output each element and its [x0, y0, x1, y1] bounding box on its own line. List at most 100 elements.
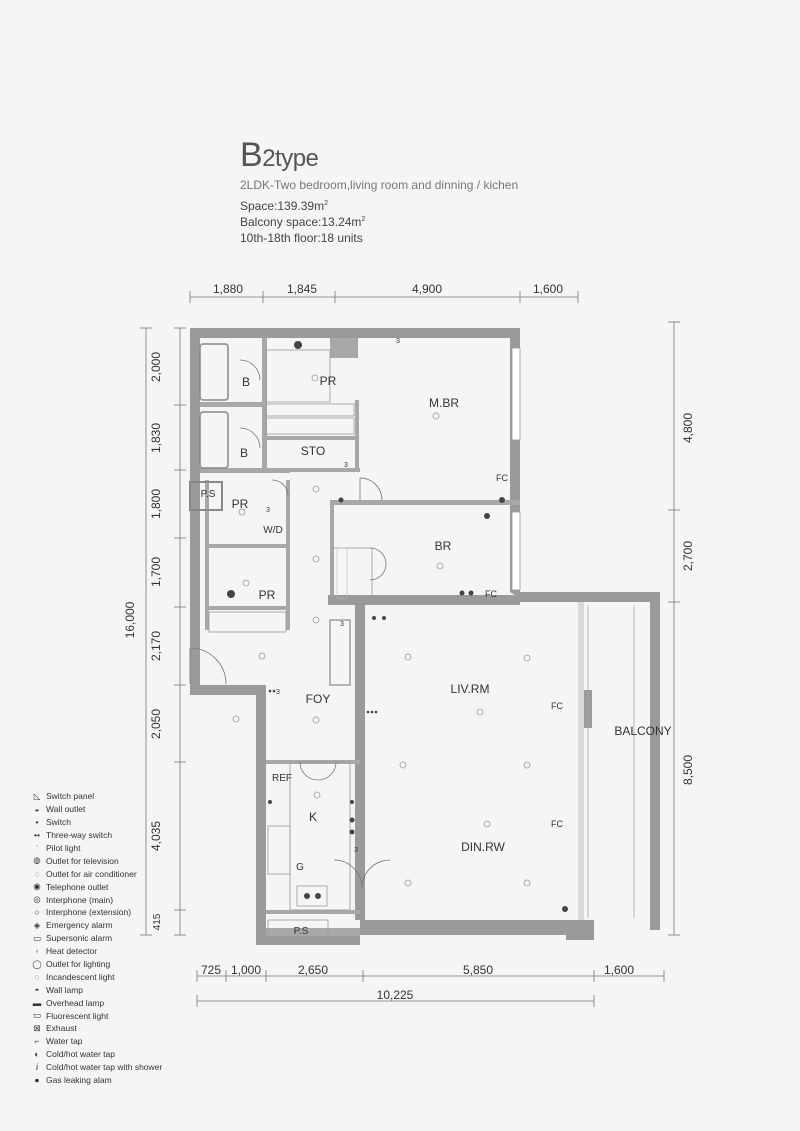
squared-sup: 2 — [324, 200, 328, 207]
title-type: 2type — [262, 145, 319, 172]
room-foy: FOY — [306, 692, 331, 706]
legend-item: ▭ Supersonic alarm — [30, 932, 162, 945]
dim-left-3: 1,800 — [149, 489, 163, 519]
interphone-ext-icon: ○ — [34, 907, 40, 918]
space-spec: Space:139.39m2 — [240, 199, 328, 213]
room-pr-top: PR — [320, 374, 337, 388]
legend-label: Telephone outlet — [46, 881, 109, 892]
dim-left-total: 16,000 — [123, 601, 137, 638]
legend-item: ▬ Overhead lamp — [30, 996, 162, 1009]
legend-label: Overhead lamp — [46, 997, 105, 1008]
legend-label: Cold/hot water tap — [46, 1049, 115, 1060]
space-value: Space:139.39m — [240, 199, 325, 213]
legend-item: ◐ Cold/hot water tap — [30, 1048, 162, 1061]
legend-item: • Switch — [30, 816, 162, 829]
legend-item: ▭Fluorescent light — [30, 1009, 162, 1022]
three-way-marker-k: 3 — [354, 847, 358, 854]
legend-item: ⊠ Exhaust — [30, 1022, 162, 1035]
legend-label: Gas leaking alam — [46, 1075, 112, 1086]
switch-icon: • — [35, 817, 39, 828]
fixture-icons — [227, 341, 568, 912]
dim-bottom-2: 1,000 — [231, 963, 261, 977]
legend-label: Outlet for television — [46, 855, 119, 866]
telephone-outlet-icon: ◉ — [33, 881, 41, 892]
overhead-lamp-icon: ▬ — [32, 997, 42, 1008]
legend-item: ● Gas leaking alam — [30, 1074, 162, 1087]
legend-label: Wall outlet — [46, 804, 86, 815]
legend-label: Cold/hot water tap with shower — [46, 1062, 163, 1073]
dimension-lines — [140, 291, 680, 1007]
emergency-alarm-icon: ◈ — [33, 919, 41, 930]
three-way-marker-mbr: 3 — [396, 338, 400, 345]
legend-label: Switch panel — [46, 791, 95, 802]
dim-top-2: 1,845 — [287, 282, 317, 296]
floors-spec: 10th-18th floor:18 units — [240, 231, 363, 245]
balcony-spec: Balcony space:13.24m2 — [240, 215, 365, 229]
dim-bottom-total: 10,225 — [377, 988, 414, 1002]
page-title: B2type — [240, 136, 319, 175]
dim-right-2: 2,700 — [681, 541, 695, 571]
room-ps-bottom: P.S — [294, 926, 309, 937]
gas-alarm-icon: ● — [34, 1075, 40, 1086]
legend-item: ◉ Telephone outlet — [30, 880, 162, 893]
dim-top-3: 4,900 — [412, 282, 442, 296]
legend-label: Pilot light — [46, 843, 81, 853]
legend-label: Outlet for air conditioner — [46, 868, 137, 879]
legend-item: ◒ Wall outlet — [30, 803, 162, 816]
legend-item: ◍ Outlet for television — [30, 854, 162, 867]
pilot-light-icon: ˈ — [35, 843, 39, 853]
supersonic-alarm-icon: ▭ — [32, 932, 42, 943]
hot-cold-tap-icon: ◐ — [34, 1049, 40, 1060]
dim-left-4: 1,700 — [149, 557, 163, 587]
symbol-legend: ◺ Switch panel ◒ Wall outlet • Switch••Three-… — [30, 790, 162, 1086]
legend-item: ◺ Switch panel — [30, 790, 162, 803]
legend-label: Wall lamp — [46, 984, 83, 995]
dim-bottom-4: 5,850 — [463, 963, 493, 977]
room-ps-left: P.S — [201, 489, 216, 500]
water-tap-icon: ⌐ — [34, 1036, 40, 1047]
legend-item: ⌐ Water tap — [30, 1035, 162, 1048]
dim-left-2: 1,830 — [149, 423, 163, 453]
ceiling-lights — [232, 374, 531, 887]
legend-label: Water tap — [46, 1036, 83, 1047]
title-letter: B — [240, 136, 263, 174]
ac-outlet-icon: ◌ — [34, 868, 40, 879]
dim-bottom-3: 2,650 — [298, 963, 328, 977]
room-livrm: LIV.RM — [451, 682, 490, 696]
fc-marker-mbr: FC — [496, 473, 508, 483]
legend-item: ◌ Outlet for air conditioner — [30, 867, 162, 880]
legend-label: Emergency alarm — [46, 920, 113, 931]
dim-left-5: 2,170 — [149, 631, 163, 661]
legend-item: ◎Interphone (main) — [30, 893, 162, 906]
legend-item: ◈ Emergency alarm — [30, 919, 162, 932]
fc-marker-liv: FC — [551, 701, 563, 711]
legend-label: Heat detector — [46, 946, 98, 957]
shower-tap-icon: ⅈ — [35, 1061, 39, 1072]
fc-marker-din: FC — [551, 819, 563, 829]
plan-subtitle: 2LDK-Two bedroom,living room and dinning… — [240, 178, 519, 192]
lighting-outlet-icon: ◯ — [32, 958, 42, 969]
legend-label: Exhaust — [46, 1023, 77, 1034]
room-wd: W/D — [263, 525, 282, 536]
room-ref: REF — [272, 773, 292, 784]
interphone-main-icon: ◎ — [33, 894, 41, 905]
legend-item: ••Three-way switch — [30, 829, 162, 842]
legend-label: Supersonic alarm — [46, 933, 113, 944]
dim-top-4: 1,600 — [533, 282, 563, 296]
switch-panel-icon: ◺ — [33, 790, 41, 801]
squared-sup: 2 — [361, 216, 366, 223]
exhaust-icon: ⊠ — [33, 1022, 41, 1033]
wall-outlet-icon: ◒ — [34, 804, 40, 815]
room-sto: STO — [301, 444, 325, 458]
dimension-labels: 1,880 1,845 4,900 1,600 725 1,000 2,650 … — [123, 282, 695, 1002]
legend-item: ˈ Pilot light — [30, 842, 162, 855]
dim-bottom-1: 725 — [201, 963, 221, 977]
tv-outlet-icon: ◍ — [33, 855, 41, 866]
room-k: K — [309, 810, 317, 824]
legend-label: Interphone (extension) — [46, 907, 132, 918]
dim-left-6: 2,050 — [149, 709, 163, 739]
fluorescent-light-icon: ▭ — [32, 1010, 42, 1021]
legend-label: Outlet for lighting — [46, 959, 111, 970]
legend-label: Switch — [46, 817, 72, 828]
